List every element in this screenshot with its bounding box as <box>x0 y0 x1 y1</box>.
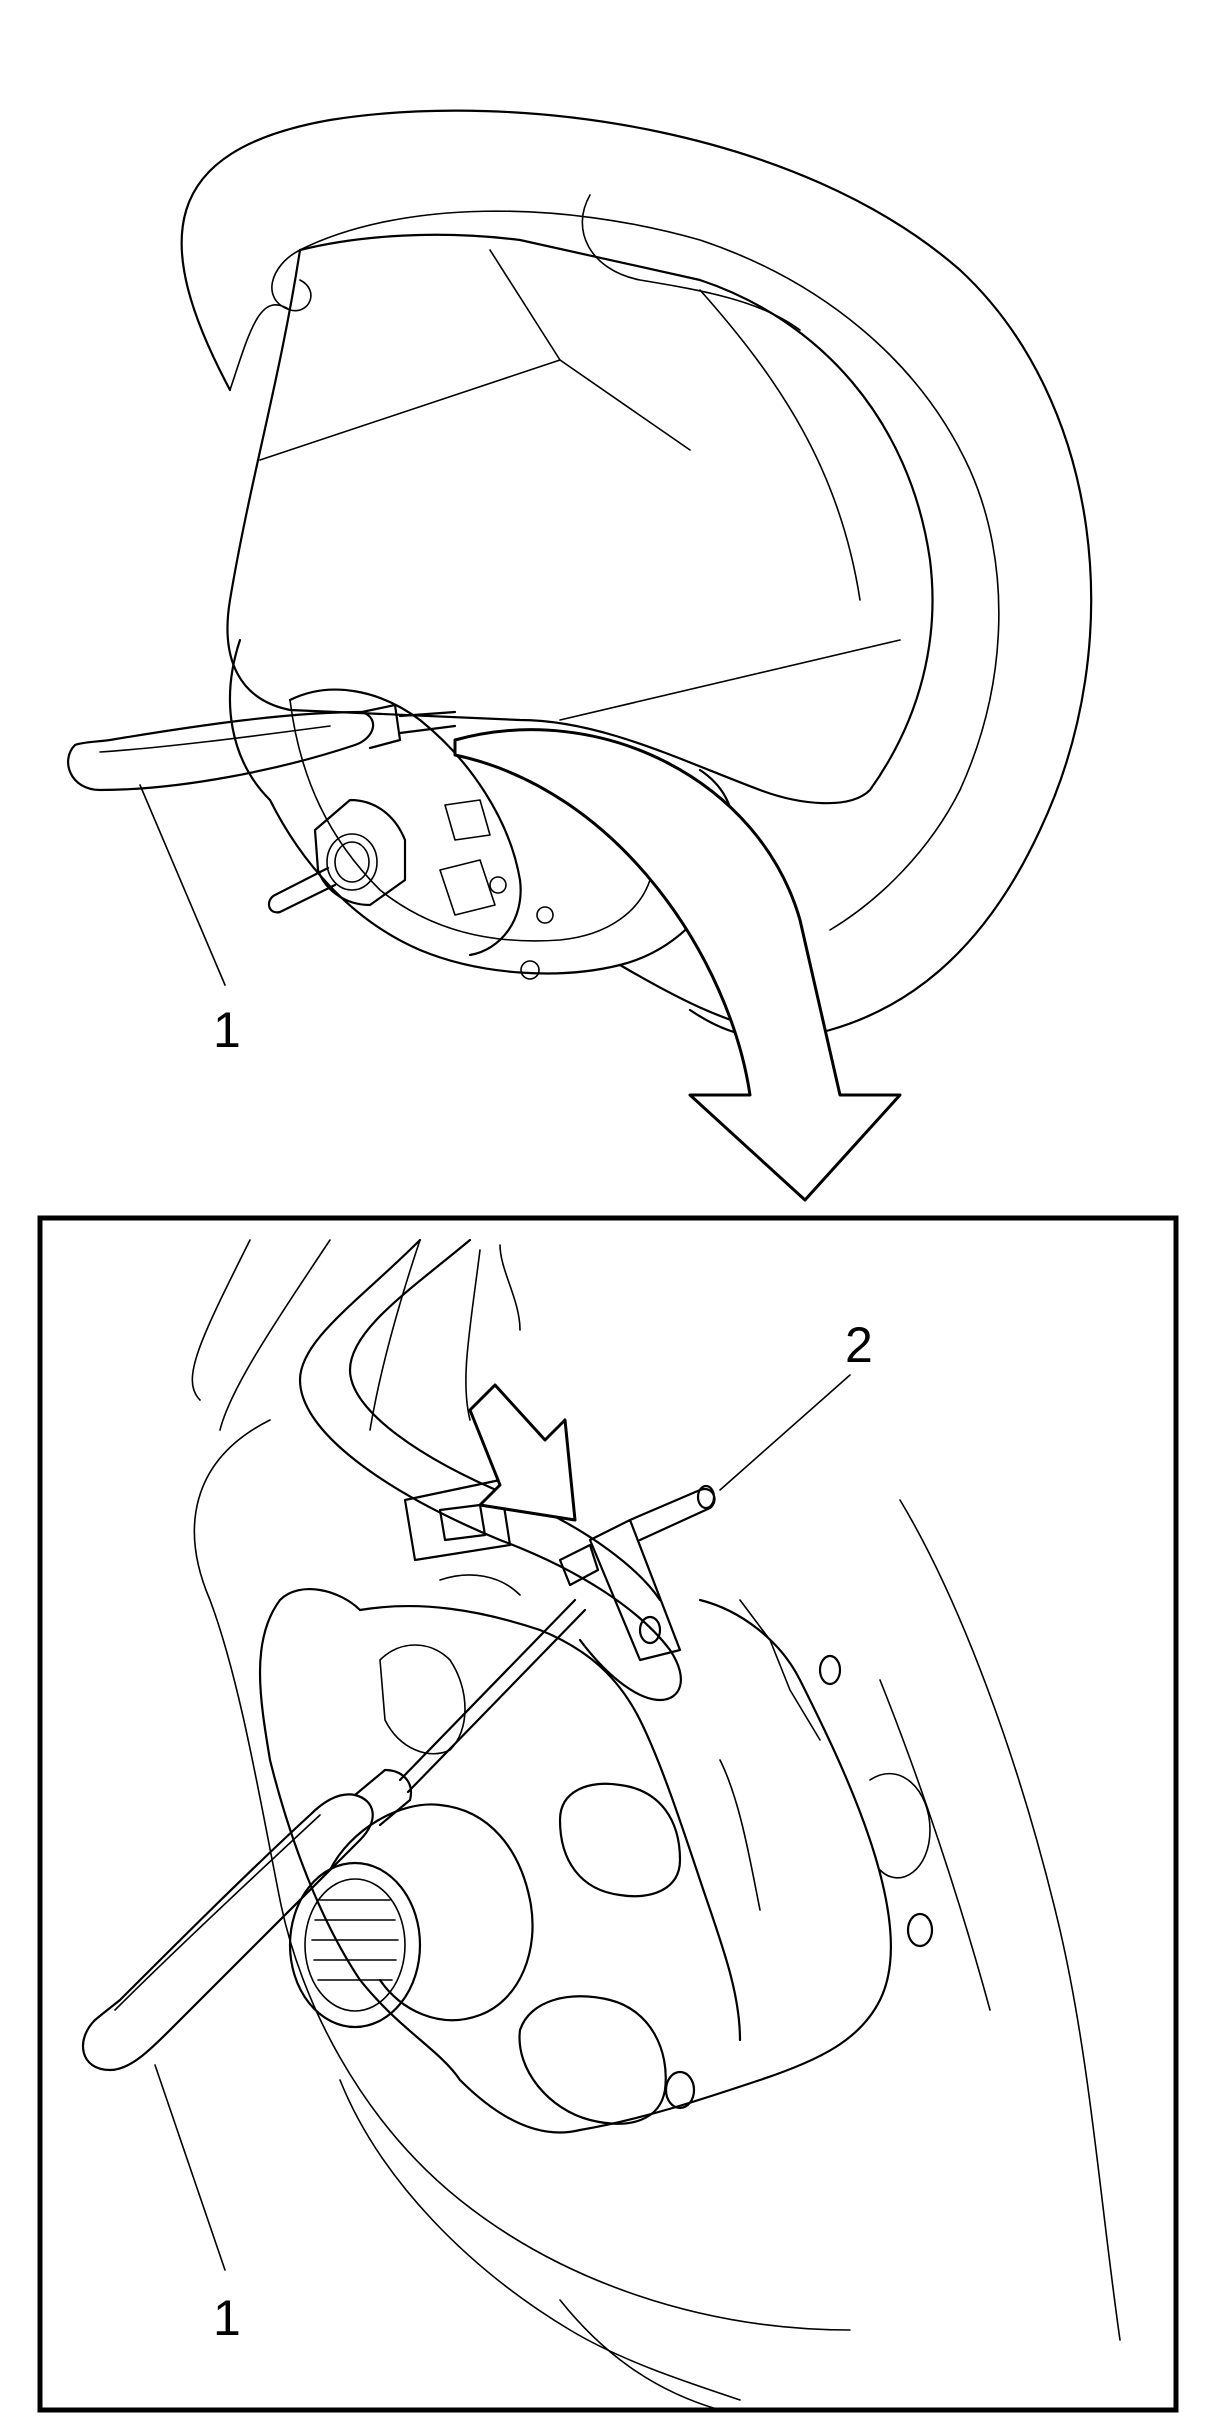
rear-cover-opening <box>288 688 522 957</box>
screwdriver-detail-ferrule <box>353 1768 413 1827</box>
leader-line-1-detail <box>154 2064 226 2271</box>
airbag-fold-line-right <box>699 289 861 601</box>
screwdriver-top <box>67 703 457 792</box>
steering-wheel-hub <box>226 233 934 805</box>
spring-retaining-pin <box>558 1484 716 1662</box>
detail-frame <box>37 1215 1179 2413</box>
screwdriver-detail <box>81 1598 587 2072</box>
screwdriver-detail-handle <box>81 1793 374 2072</box>
callout-1-detail: 1 <box>213 2290 241 2346</box>
screwdriver-detail-shaft <box>398 1598 587 1794</box>
detail-hole-1 <box>664 2070 696 2110</box>
detail-housing-rib <box>298 1238 682 1702</box>
steering-wheel-left-grip <box>229 249 312 391</box>
steering-wheel-overview: 1 <box>67 109 1093 1058</box>
callout-2: 2 <box>845 1317 873 1373</box>
detail-cavity-lower <box>518 1995 667 2125</box>
steering-wheel-rim <box>180 109 1093 1040</box>
curved-arrow-body <box>453 728 902 1202</box>
detail-hole-3 <box>906 1912 934 1948</box>
leader-line-1-top <box>139 784 226 986</box>
detail-rim-outer <box>191 1239 331 1431</box>
screwdriver-handle <box>67 710 375 792</box>
rear-cavity-lower <box>439 859 496 916</box>
detail-rim-inner <box>369 1239 421 1431</box>
arrow-icon <box>468 1383 577 1522</box>
detail-hole-2 <box>818 1654 842 1686</box>
screwdriver-ferrule <box>360 703 402 750</box>
detail-rear-cover <box>258 1588 893 2134</box>
rear-hole-2 <box>536 906 554 924</box>
screwdriver-shaft <box>398 710 457 735</box>
detail-cavity-upper <box>558 1782 682 1898</box>
steering-shaft-stub <box>267 866 337 914</box>
callout-1-top: 1 <box>213 1002 241 1058</box>
curved-arrow-icon <box>453 728 902 1202</box>
detail-hole-4 <box>638 1615 662 1645</box>
airbag-fold-line-upper <box>259 359 691 461</box>
rear-hole-1 <box>489 876 507 894</box>
airbag-fold-line-left <box>489 249 561 361</box>
rear-housing-lip <box>289 699 651 942</box>
rear-hole-3 <box>520 960 540 980</box>
detail-view: 2 1 <box>37 1215 1179 2413</box>
steering-wheel-rim-inner <box>299 210 1000 931</box>
leader-line-2 <box>719 1374 851 1491</box>
detail-connector <box>403 1478 512 1562</box>
detail-spline-hub <box>288 1803 534 2029</box>
airbag-fold-line-lower <box>559 639 901 721</box>
steering-hub-spline <box>313 798 407 907</box>
rear-cavity-upper <box>444 799 491 841</box>
